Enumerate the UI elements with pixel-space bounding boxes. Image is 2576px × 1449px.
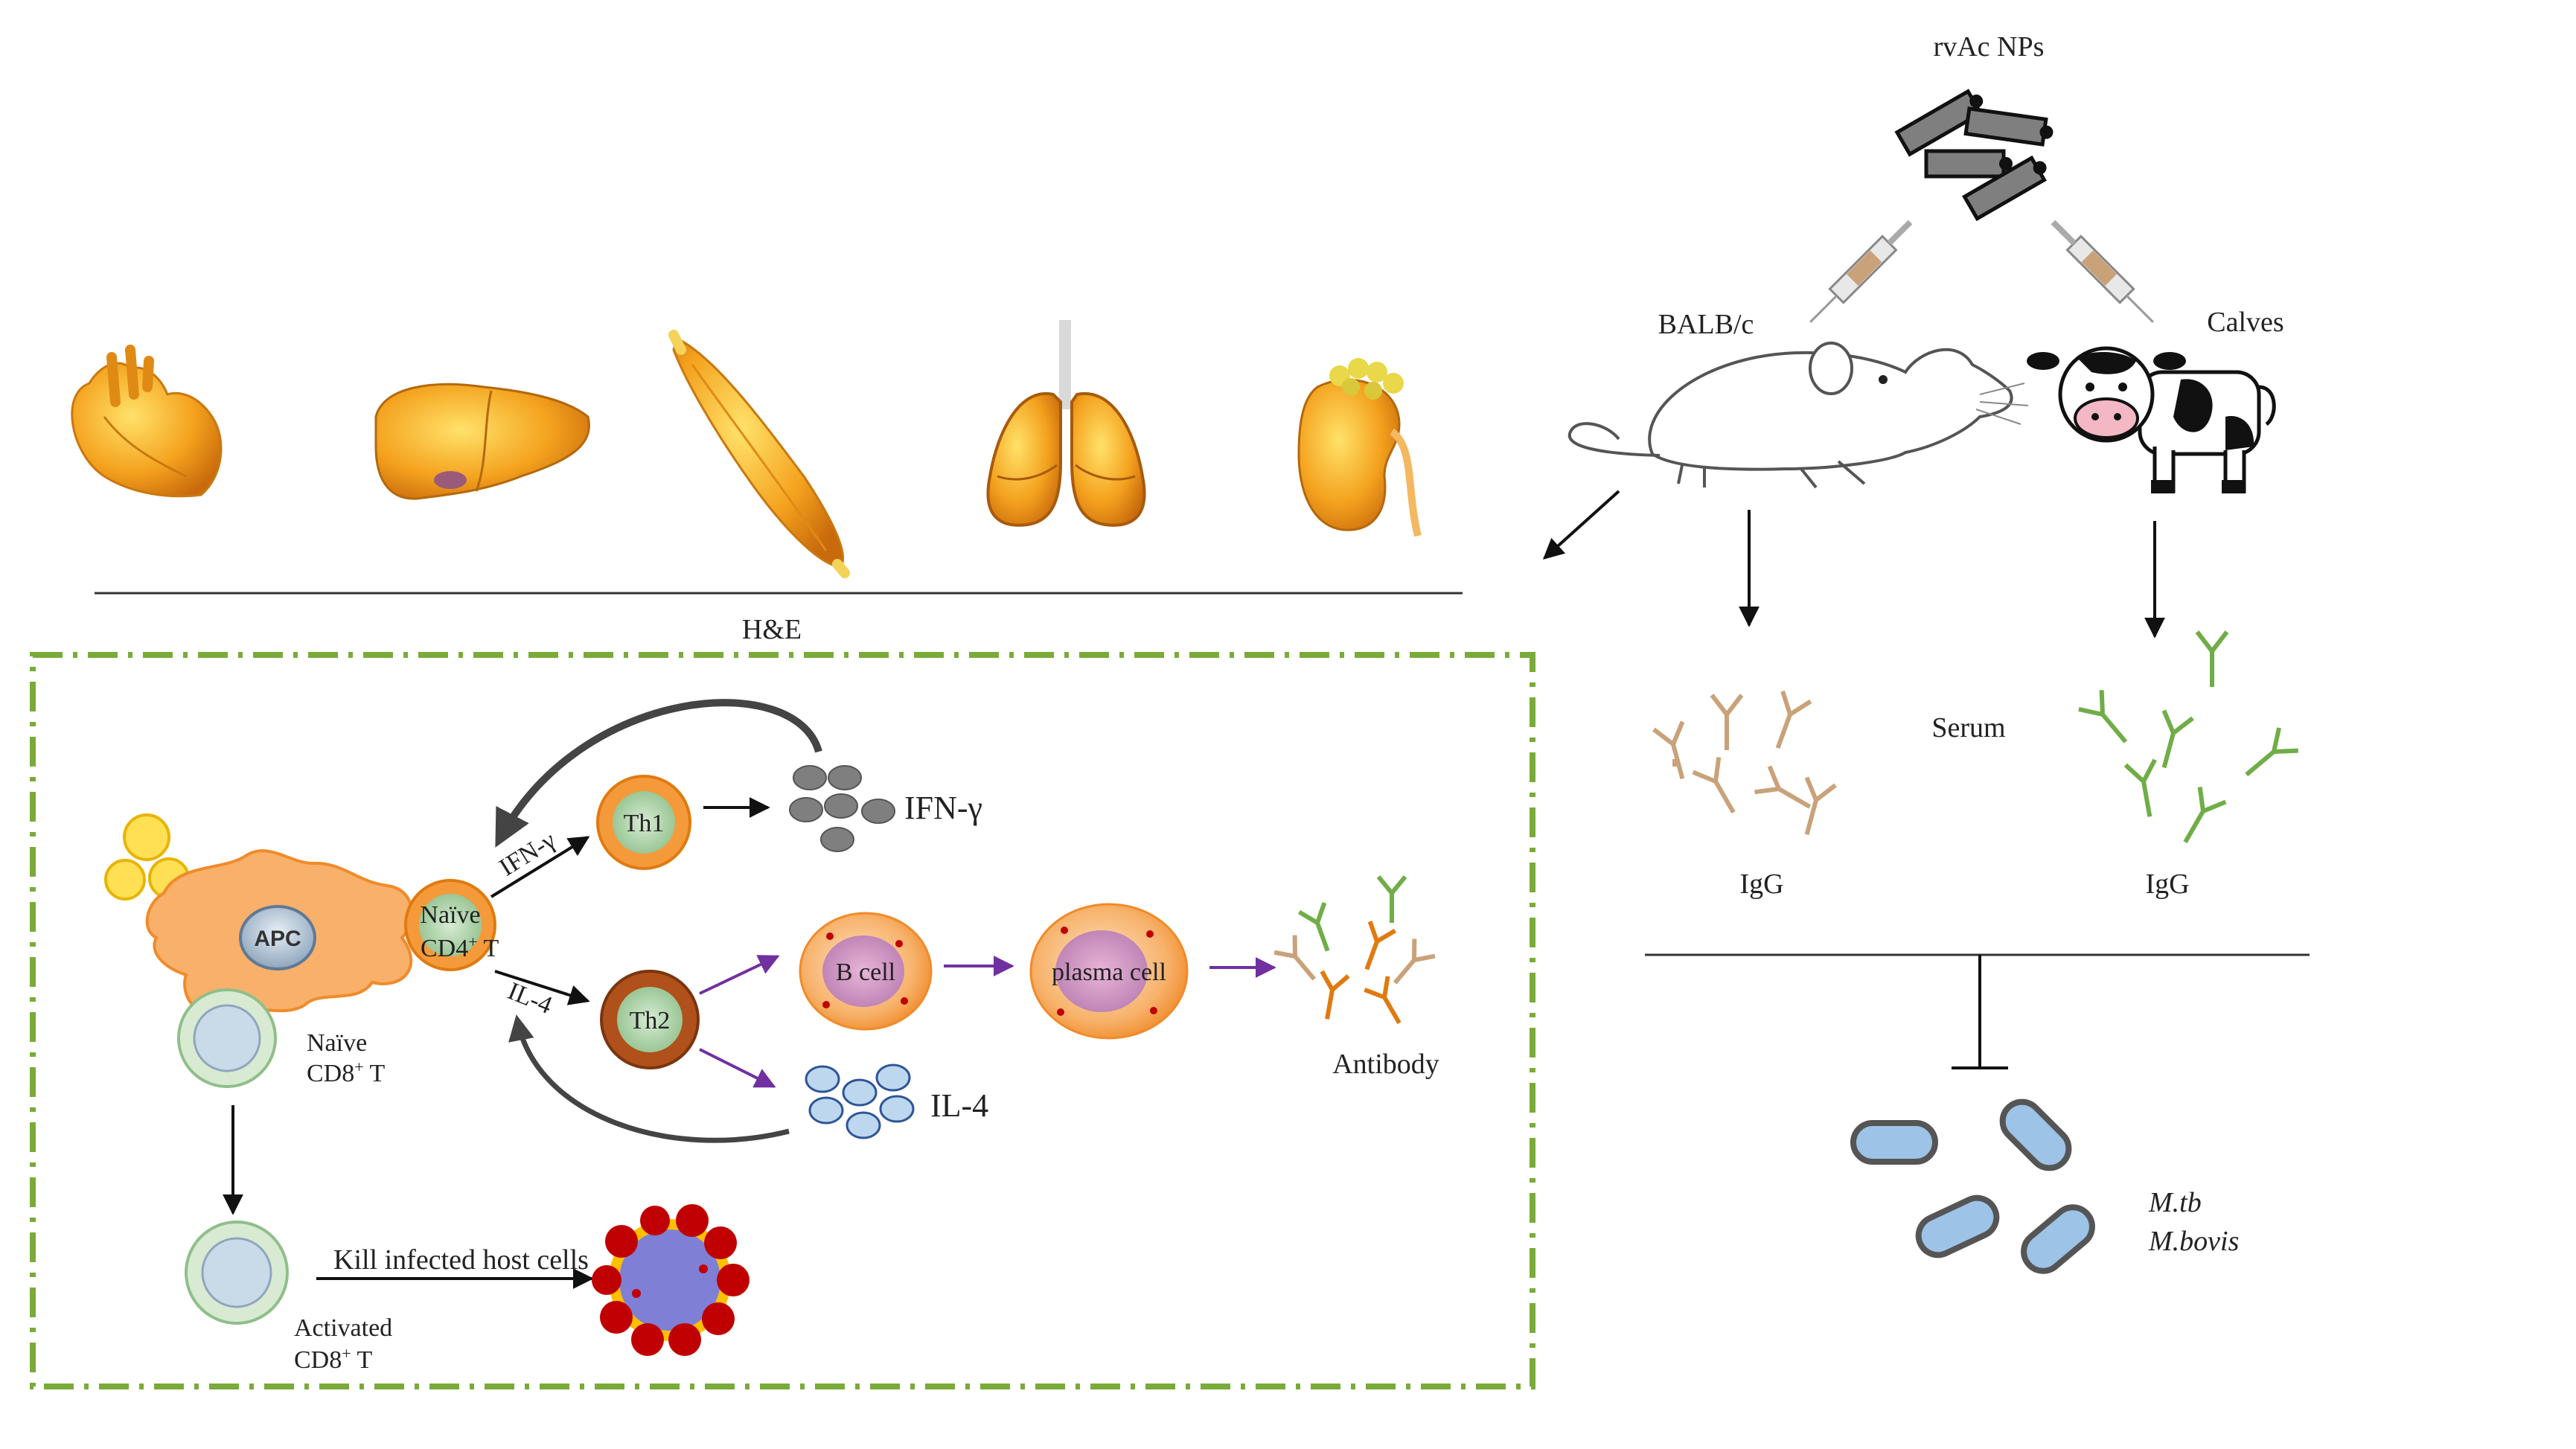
rvac-nps-label: rvAc NPs xyxy=(1934,31,2045,63)
he-label: H&E xyxy=(742,614,802,645)
syringe-left-icon xyxy=(1809,220,1913,323)
mouse-to-organs-arrow xyxy=(1542,490,1620,560)
naive-cd4-label-line1: Naïve xyxy=(420,901,480,929)
nanoparticle-icons xyxy=(1894,89,2054,222)
balbc-label: BALB/c xyxy=(1658,309,1754,340)
b-cell: B cell xyxy=(799,912,933,1031)
activated-cd8-cell xyxy=(185,1221,289,1325)
calves-label: Calves xyxy=(2207,307,2283,338)
th2-cell: Th2 xyxy=(600,970,700,1069)
naive-cd8-label-line2: CD8+ T xyxy=(307,1058,386,1088)
naive-cd8-label-line1: Naïve xyxy=(307,1029,367,1057)
ifn-gamma-molecules xyxy=(789,765,895,852)
mtb-label: M.tb xyxy=(2148,1187,2202,1218)
lungs-icon xyxy=(986,320,1146,527)
il4-molecules xyxy=(805,1063,915,1139)
kidney-icon xyxy=(1297,358,1422,537)
naive-cd4-cell: Naïve CD4+ T xyxy=(404,879,499,971)
muscle-icon xyxy=(668,330,850,578)
b-cell-label: B cell xyxy=(836,959,895,986)
igg-right-label: IgG xyxy=(2145,869,2189,900)
serum-label: Serum xyxy=(1931,712,2005,743)
th2-to-bcell-arrow xyxy=(699,955,780,995)
liver-icon xyxy=(374,383,590,500)
th1-label: Th1 xyxy=(624,810,665,837)
antibody-cluster xyxy=(1273,875,1436,1025)
plasma-cell-label: plasma cell xyxy=(1052,959,1166,986)
naive-cd4-label-line2: CD4+ T xyxy=(421,933,499,963)
th2-to-il4-arrow xyxy=(699,1048,776,1088)
th1-cell: Th1 xyxy=(596,775,691,870)
activated-cd8-label-line2: CD8+ T xyxy=(294,1344,373,1375)
cow-icon xyxy=(2027,346,2276,493)
igg-calves-cluster xyxy=(2078,630,2298,844)
apc-cell: APC xyxy=(145,849,413,1017)
infected-host-cell xyxy=(592,1204,750,1356)
cd4-to-th2-arrow xyxy=(494,970,590,1005)
ifn-gamma-label: IFN-γ xyxy=(904,790,982,826)
mouse-icon xyxy=(1567,342,2029,489)
immune-response-box xyxy=(30,652,1535,1389)
ifn-feedback-arrow xyxy=(495,699,822,848)
cd4-to-th1-arrow xyxy=(490,836,590,898)
heart-icon xyxy=(71,345,223,498)
naive-cd8-cell xyxy=(177,988,277,1088)
bacteria-icons xyxy=(1850,1098,2095,1274)
il4-arrow-label: IL-4 xyxy=(504,977,556,1020)
igg-mouse-cluster xyxy=(1652,690,1837,836)
organs-row xyxy=(71,320,1422,578)
activated-cd8-label-line1: Activated xyxy=(294,1314,392,1342)
igg-left-label: IgG xyxy=(1739,869,1783,900)
il4-label: IL-4 xyxy=(930,1087,988,1124)
mbovis-label: M.bovis xyxy=(2148,1226,2239,1257)
il4-feedback-arrow xyxy=(508,1014,790,1143)
th2-label: Th2 xyxy=(630,1007,671,1034)
antibody-label: Antibody xyxy=(1332,1049,1439,1080)
plasma-cell: plasma cell xyxy=(1029,903,1189,1040)
kill-label: Kill infected host cells xyxy=(333,1244,589,1276)
syringe-right-icon xyxy=(2051,220,2154,323)
apc-label: APC xyxy=(254,927,301,951)
